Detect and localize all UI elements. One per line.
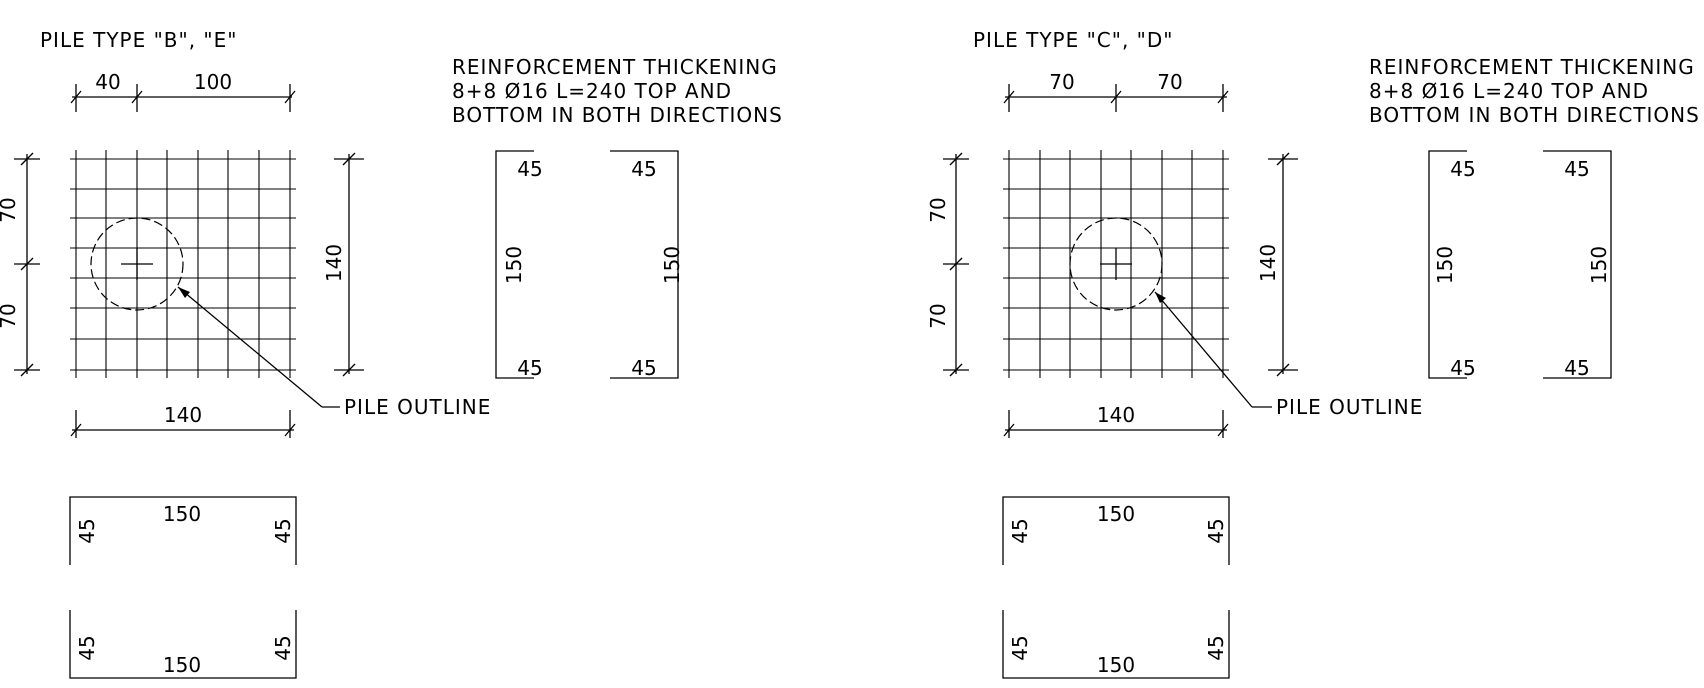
bar-top-a: 45	[1450, 157, 1475, 181]
dim-top-a: 40	[95, 70, 120, 94]
bar-bot-a: 45	[1450, 356, 1475, 380]
h1-right: 45	[271, 518, 295, 543]
h2-right: 45	[271, 635, 295, 660]
u-bar-horizontal-right-2: 150 45 45	[1002, 610, 1230, 679]
bar-bot-b: 45	[1564, 356, 1589, 380]
h1-mid: 150	[1097, 502, 1135, 526]
u-bar-vertical-right-b: 45 150 45	[1543, 150, 1612, 380]
bar-mid-b: 150	[660, 246, 684, 284]
leader-right: PILE OUTLINE	[1154, 291, 1423, 419]
dim-right-left: 140	[322, 152, 364, 377]
dim-bottom-left: 140	[70, 403, 296, 438]
dim-top-b: 100	[194, 70, 232, 94]
dim-top-left: 40 100	[70, 70, 296, 112]
dim-left-b: 70	[0, 303, 20, 328]
dim-right-right: 140	[1256, 152, 1298, 377]
h1-right: 45	[1204, 518, 1228, 543]
h2-left: 45	[1008, 635, 1032, 660]
h1-mid: 150	[163, 502, 201, 526]
dim-left-right: 70 70	[926, 152, 969, 377]
h2-mid: 150	[1097, 653, 1135, 677]
dim-left-b: 70	[926, 303, 950, 328]
rebar-mesh-right	[1003, 150, 1229, 378]
dim-top-a: 70	[1049, 70, 1074, 94]
dim-bottom: 140	[164, 403, 202, 427]
dim-left-a: 70	[0, 197, 20, 222]
h2-mid: 150	[163, 653, 201, 677]
bar-mid-a: 150	[1433, 246, 1457, 284]
u-bar-vertical-left-a: 45 150 45	[495, 150, 543, 380]
note-line-3: BOTTOM IN BOTH DIRECTIONS	[1369, 103, 1700, 127]
note-line-3: BOTTOM IN BOTH DIRECTIONS	[452, 103, 783, 127]
pile-outline-right	[1069, 217, 1163, 311]
reinforcement-note-right: REINFORCEMENT THICKENING 8+8 Ø16 L=240 T…	[1369, 55, 1700, 127]
pile-outline-left	[90, 217, 184, 311]
bar-mid-b: 150	[1587, 246, 1611, 284]
note-line-2: 8+8 Ø16 L=240 TOP AND	[1369, 79, 1649, 103]
bar-top-a: 45	[517, 157, 542, 181]
u-bar-horizontal-left-1: 150 45 45	[69, 496, 297, 565]
note-line-1: REINFORCEMENT THICKENING	[452, 55, 778, 79]
callout-right: PILE OUTLINE	[1276, 395, 1423, 419]
reinforcement-note-left: REINFORCEMENT THICKENING 8+8 Ø16 L=240 T…	[452, 55, 783, 127]
title-left: PILE TYPE "B", "E"	[40, 28, 237, 52]
h2-right: 45	[1204, 635, 1228, 660]
h1-left: 45	[75, 518, 99, 543]
u-bar-vertical-left-b: 45 150 45	[610, 150, 684, 380]
dim-right: 140	[1256, 244, 1280, 282]
note-line-2: 8+8 Ø16 L=240 TOP AND	[452, 79, 732, 103]
bar-bot-a: 45	[517, 356, 542, 380]
u-bar-horizontal-right-1: 150 45 45	[1002, 496, 1230, 565]
bar-top-b: 45	[631, 157, 656, 181]
h1-left: 45	[1008, 518, 1032, 543]
h2-left: 45	[75, 635, 99, 660]
dim-bottom-right: 140	[1003, 403, 1229, 438]
dim-left-a: 70	[926, 197, 950, 222]
detail-right: PILE TYPE "C", "D" 70 70 70 70	[926, 28, 1700, 679]
callout-left: PILE OUTLINE	[344, 395, 491, 419]
detail-left: PILE TYPE "B", "E" 40 100 70 70	[0, 28, 783, 679]
note-line-1: REINFORCEMENT THICKENING	[1369, 55, 1695, 79]
bar-top-b: 45	[1564, 157, 1589, 181]
dim-top-right: 70 70	[1003, 70, 1229, 112]
dim-right: 140	[322, 244, 346, 282]
dim-bottom: 140	[1097, 403, 1135, 427]
leader-left: PILE OUTLINE	[177, 286, 491, 419]
bar-bot-b: 45	[631, 356, 656, 380]
dim-top-b: 70	[1157, 70, 1182, 94]
u-bar-horizontal-left-2: 150 45 45	[69, 610, 297, 679]
u-bar-vertical-right-a: 45 150 45	[1428, 150, 1476, 380]
dim-left-left: 70 70	[0, 152, 40, 377]
bar-mid-a: 150	[502, 246, 526, 284]
title-right: PILE TYPE "C", "D"	[973, 28, 1173, 52]
